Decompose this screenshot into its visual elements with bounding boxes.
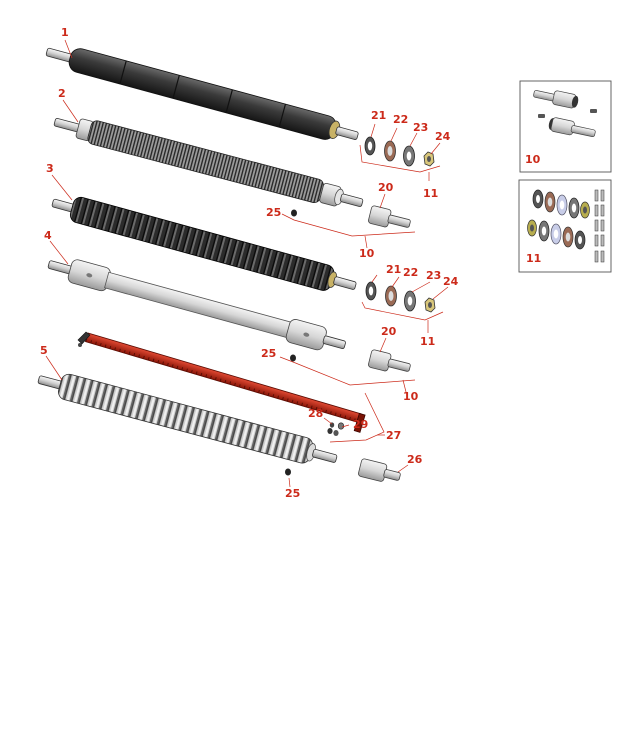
callout-22-upper: 22 xyxy=(393,113,408,126)
callout-11-lower: 11 xyxy=(420,335,435,348)
callout-20-upper: 20 xyxy=(378,181,394,194)
callout-23-upper: 23 xyxy=(413,121,428,134)
roller-4-plain xyxy=(47,259,346,351)
callout-25-lower: 25 xyxy=(261,347,276,360)
callout-24-lower: 24 xyxy=(443,275,459,288)
callout-27: 27 xyxy=(386,429,401,442)
roller-3-disc xyxy=(51,196,357,291)
callout-21-upper: 21 xyxy=(371,109,386,122)
shaft-coupler-26 xyxy=(358,458,401,482)
callout-3: 3 xyxy=(46,162,54,175)
callout-1: 1 xyxy=(61,26,69,39)
callout-4: 4 xyxy=(44,229,52,242)
callout-25-bottom: 25 xyxy=(285,487,300,500)
callout-2: 2 xyxy=(58,87,66,100)
callout-10-upper: 10 xyxy=(359,247,375,260)
roller-1-smooth xyxy=(45,47,359,140)
callout-22-lower: 22 xyxy=(403,266,418,279)
roller-2-grooved xyxy=(53,118,364,207)
callout-28: 28 xyxy=(308,407,323,420)
scraper-hardware xyxy=(327,422,345,436)
callout-numbers: 1 2 3 4 5 21 22 23 24 11 20 25 10 21 22 … xyxy=(40,26,459,500)
callout-5: 5 xyxy=(40,344,48,357)
washer-stack-lower xyxy=(365,281,436,313)
inset-10-label: 10 xyxy=(525,153,541,166)
callout-25-upper: 25 xyxy=(266,206,281,219)
inset-kit-10: 10 xyxy=(519,80,612,173)
callout-26: 26 xyxy=(407,453,423,466)
callout-20-lower: 20 xyxy=(381,325,397,338)
callout-11-upper: 11 xyxy=(423,187,438,200)
callout-23-lower: 23 xyxy=(426,269,441,282)
shaft-coupler-lower xyxy=(368,349,411,372)
shaft-coupler-upper xyxy=(368,205,411,228)
callout-10-lower: 10 xyxy=(403,390,419,403)
scraper-bar xyxy=(77,331,366,433)
callout-21-lower: 21 xyxy=(386,263,401,276)
roller-5-ring xyxy=(37,373,338,464)
callout-29: 29 xyxy=(353,418,368,431)
callout-24-upper: 24 xyxy=(435,130,451,143)
leader-lines xyxy=(45,39,449,488)
washer-stack-upper xyxy=(364,136,435,167)
inset-11-label: 11 xyxy=(526,252,541,265)
inset-kit-11: 11 xyxy=(518,179,612,273)
set-screws xyxy=(285,209,297,476)
